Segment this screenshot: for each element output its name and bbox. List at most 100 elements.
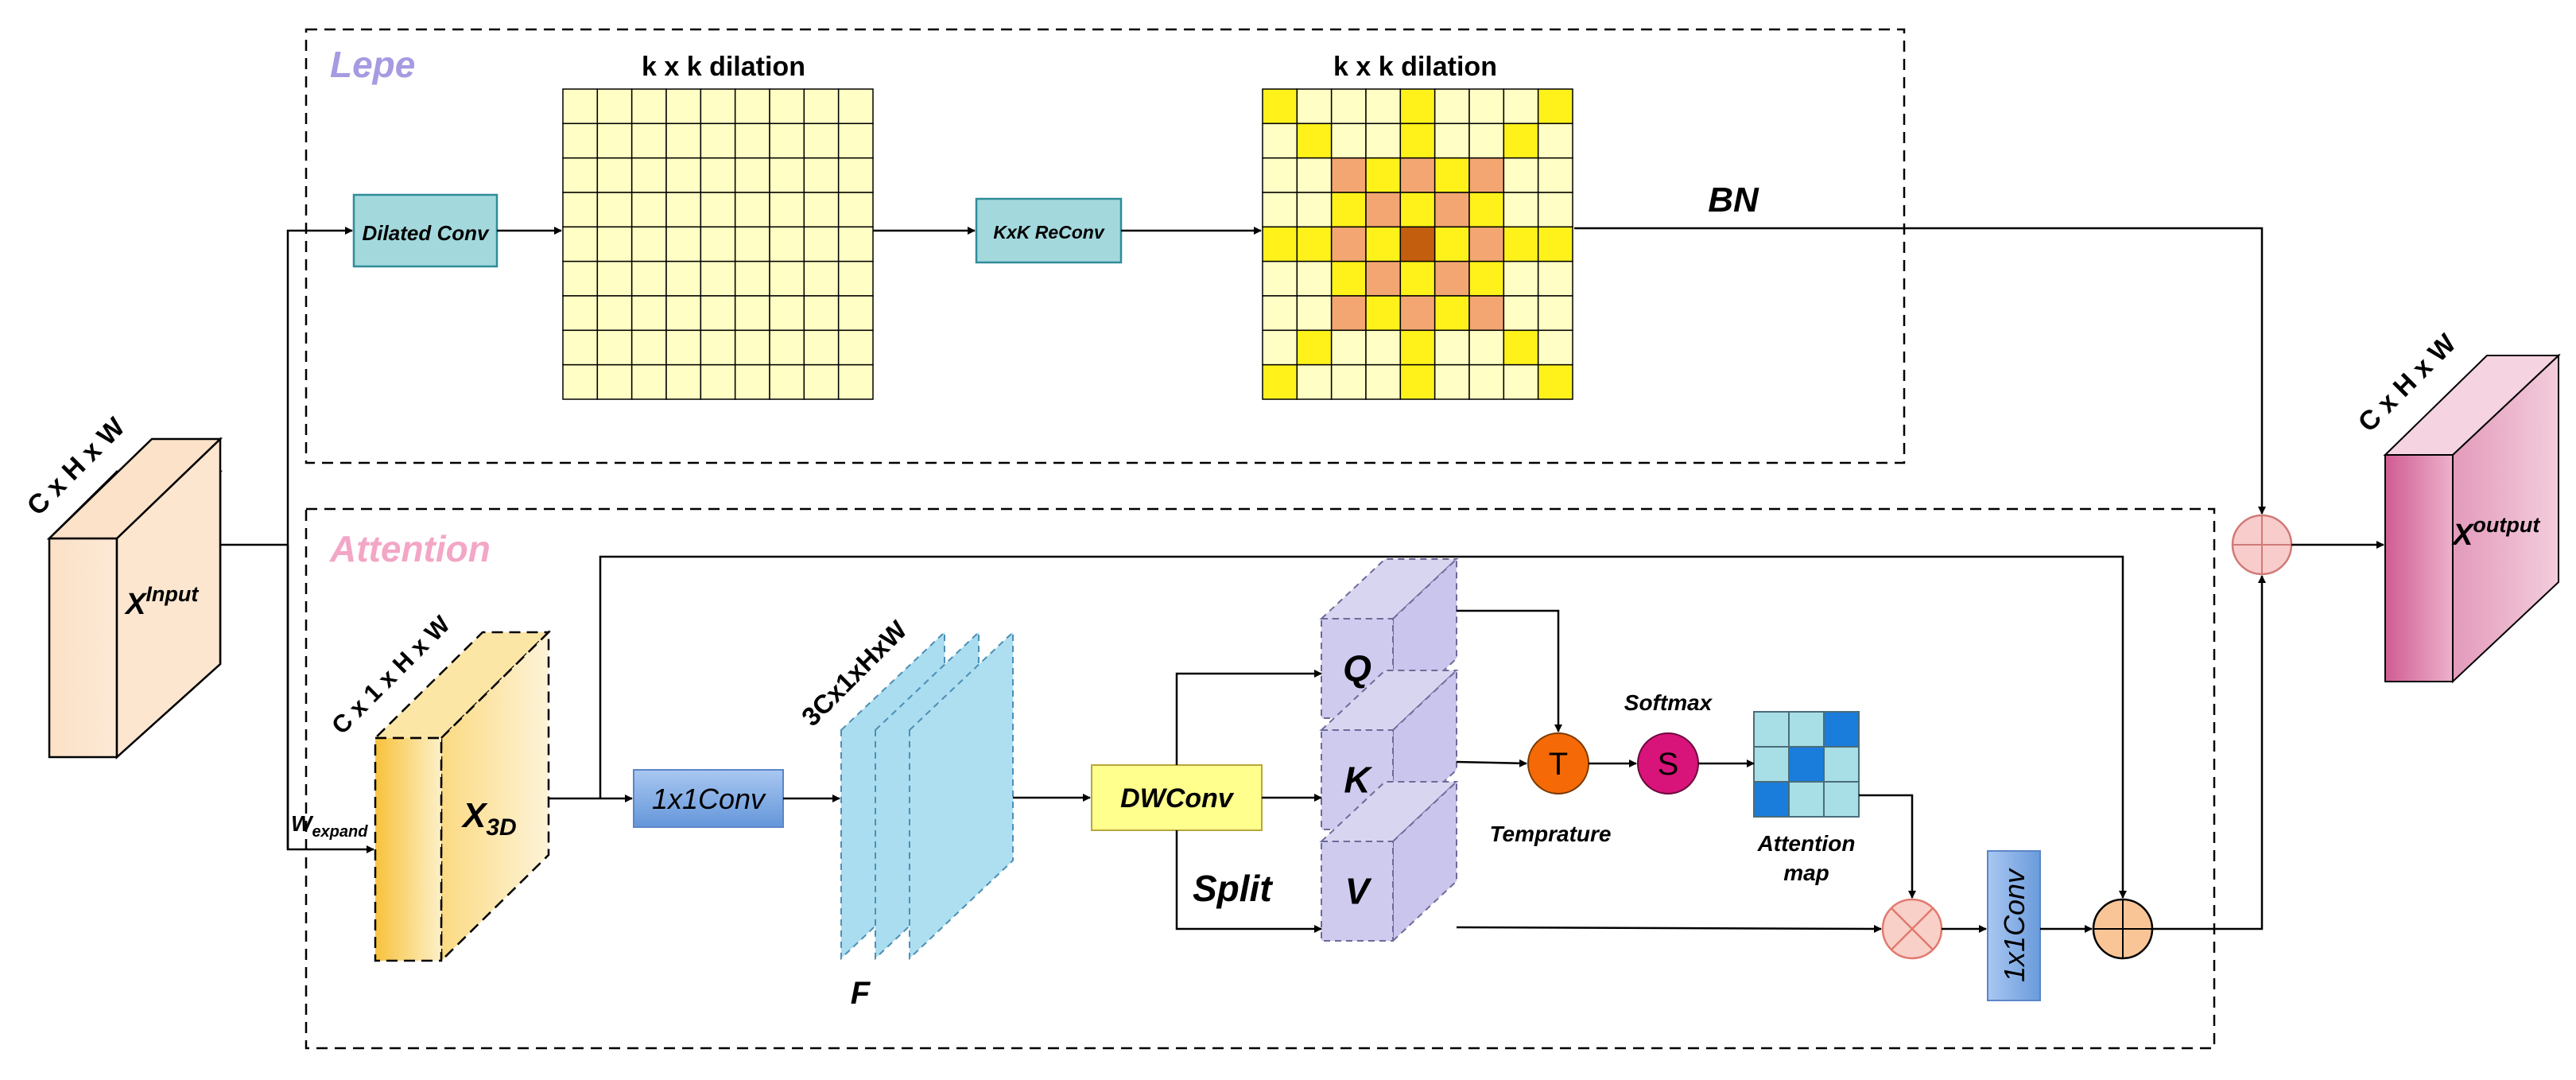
attention-map-label-1: Attention: [1757, 831, 1856, 856]
grid-cell: [1468, 329, 1505, 366]
grid-cell: [1433, 260, 1470, 297]
grid-cell: [734, 192, 770, 228]
grid-cell: [1330, 122, 1367, 159]
grid-cell: [1433, 157, 1470, 193]
grid-cell: [1503, 157, 1539, 193]
grid-cell: [1433, 295, 1470, 332]
grid-cell: [1537, 295, 1573, 332]
grid-cell: [700, 363, 736, 400]
grid-cell: [1330, 295, 1367, 332]
grid-cell: [1365, 363, 1402, 400]
temperature-label: Temprature: [1489, 822, 1611, 846]
grid-cell: [769, 363, 805, 400]
grid-cell: [1468, 122, 1505, 159]
attention-section-box: [305, 507, 2216, 1050]
multiply-cross-b: [1891, 907, 1934, 950]
conn-dwconv-to-q: [1175, 670, 1322, 765]
grid-cell: [1537, 260, 1573, 297]
grid-cell: [665, 157, 702, 193]
lepe-section-label: Lepe: [330, 44, 415, 85]
grid-cell: [803, 329, 840, 366]
grid-cell: [596, 192, 633, 228]
grid-cell: [734, 260, 770, 297]
grid-cell: [1365, 157, 1402, 193]
grid-cell: [837, 295, 874, 332]
grid-cell: [1365, 122, 1402, 159]
output-tensor: C x H x W Xoutput: [2353, 328, 2561, 684]
grid-cell: [1330, 88, 1367, 125]
grid-cell: [562, 88, 599, 125]
grid-cell: [630, 88, 667, 125]
grid-cell: [769, 122, 805, 159]
input-top-panel: [46, 437, 223, 540]
grid-cell: [562, 363, 599, 400]
grid-cell: [734, 157, 770, 193]
grid-cell: [1296, 226, 1333, 262]
grid-cell: [734, 329, 770, 366]
grid-cell: [596, 295, 633, 332]
input-front-face: [48, 537, 118, 759]
grid-cell: [1468, 157, 1505, 193]
grid-cell: [1468, 295, 1505, 332]
multiply-node: [1881, 898, 1943, 960]
grid-cell: [769, 192, 805, 228]
grid-cell: [630, 260, 667, 297]
grid-cell: [630, 329, 667, 366]
temperature-symbol: T: [1549, 747, 1568, 782]
grid-cell: [1399, 363, 1436, 400]
conn-q-to-t: [1457, 609, 1562, 732]
add-node-final: [2231, 514, 2293, 576]
grid-cell: [1537, 226, 1573, 262]
grid-cell: [1503, 192, 1539, 228]
input-tensor: C x H x W XInput: [21, 411, 223, 759]
grid-cell: [562, 226, 599, 262]
grid-cell: [1330, 226, 1367, 262]
grid-cell: [1296, 260, 1333, 297]
grid-cell: [1433, 122, 1470, 159]
grid-cell: [837, 260, 874, 297]
grid-cell: [769, 157, 805, 193]
conv1x1-vertical-box: [1987, 850, 2041, 1001]
softmax-label: Softmax: [1624, 690, 1713, 715]
grid-cell: [1433, 329, 1470, 366]
attention-map-cell: [1823, 746, 1860, 783]
grid-cell: [769, 88, 805, 125]
grid-cell: [803, 295, 840, 332]
attention-map-cell: [1753, 746, 1790, 783]
grid-cell: [1296, 88, 1333, 125]
attention-map-label-2: map: [1783, 861, 1829, 885]
grid-cell: [1330, 157, 1367, 193]
grid-cell: [630, 192, 667, 228]
conn-k-to-t: [1456, 759, 1527, 767]
conn-v-to-mul: [1456, 924, 1882, 933]
grid-cell: [734, 88, 770, 125]
grid-cell: [1365, 260, 1402, 297]
grid-cell: [1365, 329, 1402, 366]
grid-cell: [1296, 122, 1333, 159]
grid-cell: [837, 329, 874, 366]
grid-cell: [1537, 329, 1573, 366]
grid-cell: [1330, 260, 1367, 297]
conn-map-to-mul: [1859, 794, 1916, 899]
grid-cell: [596, 122, 633, 159]
grid-cell: [1433, 88, 1470, 125]
grid-cell: [837, 192, 874, 228]
f-label: F: [851, 976, 871, 1011]
grid-cell: [1537, 157, 1573, 193]
grid-cell: [700, 122, 736, 159]
bn-label: BN: [1708, 181, 1759, 219]
grid-cell: [596, 260, 633, 297]
v-label: V: [1345, 871, 1372, 912]
w-expand-label: Wexpand: [291, 811, 368, 841]
attention-map-cell: [1788, 781, 1825, 818]
grid-cell: [1537, 363, 1573, 400]
grid-cell: [1399, 157, 1436, 193]
grid-cell: [665, 329, 702, 366]
grid-cell: [803, 192, 840, 228]
grid-cell: [734, 363, 770, 400]
grid-cell: [1399, 88, 1436, 125]
grid-cell: [1399, 329, 1436, 366]
grid-cell: [837, 363, 874, 400]
conn-x3d-skip: [599, 555, 2127, 899]
dilated-conv-box: [352, 193, 499, 268]
